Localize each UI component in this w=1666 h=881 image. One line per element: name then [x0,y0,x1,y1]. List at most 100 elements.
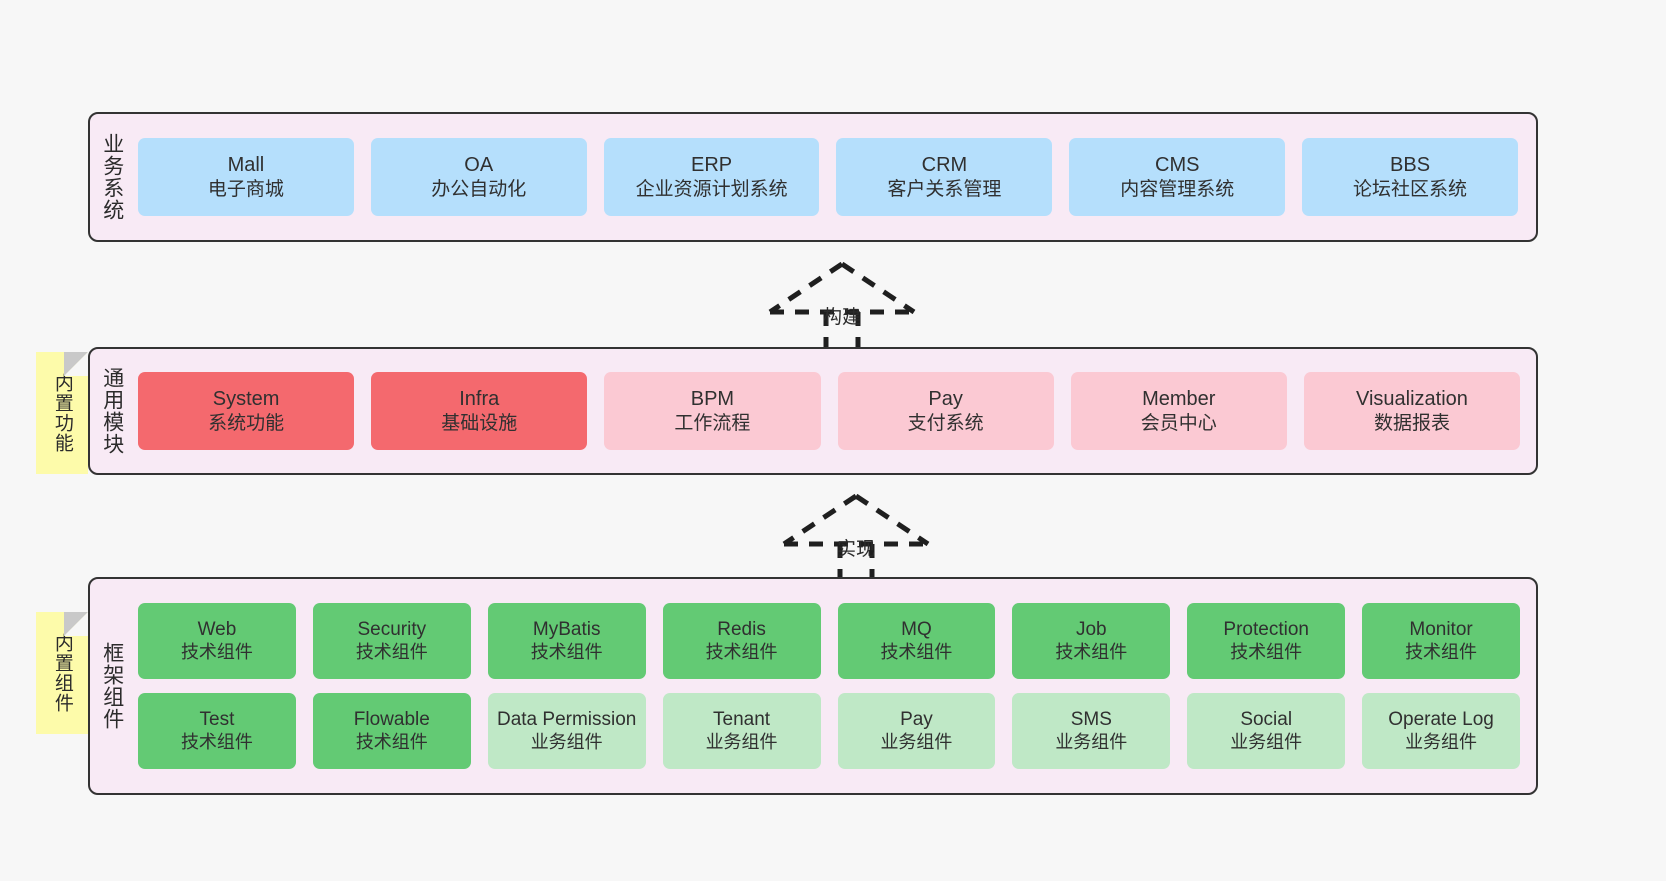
card-title-cn: 技术组件 [355,731,428,752]
card-title-en: Infra [459,388,500,411]
card-title-en: Web [197,619,237,641]
card-title-cn: 技术组件 [880,641,953,662]
card-pay-module[interactable]: Pay 支付系统 [837,372,1054,450]
card-pay-component[interactable]: Pay 业务组件 [837,693,996,769]
card-bbs[interactable]: BBS 论坛社区系统 [1302,138,1518,216]
card-title-cn: 论坛社区系统 [1353,178,1468,200]
card-title-en: System [212,388,280,411]
card-bpm[interactable]: BPM 工作流程 [604,372,821,450]
card-tenant[interactable]: Tenant 业务组件 [662,693,821,769]
card-title-cn: 业务组件 [880,731,953,752]
card-mall[interactable]: Mall 电子商城 [138,138,354,216]
card-title-en: Protection [1223,619,1309,641]
card-system[interactable]: System 系统功能 [138,372,355,450]
card-test[interactable]: Test 技术组件 [138,693,296,769]
card-title-en: CMS [1155,154,1200,177]
layer-framework-components: 框架组件 Web 技术组件 Security 技术组件 MyBatis 技术组件… [88,577,1538,795]
card-operate-log[interactable]: Operate Log 业务组件 [1362,693,1520,769]
card-crm[interactable]: CRM 客户关系管理 [836,138,1053,216]
card-title-cn: 企业资源计划系统 [635,178,788,200]
card-redis[interactable]: Redis 技术组件 [662,603,821,679]
card-infra[interactable]: Infra 基础设施 [371,372,588,450]
card-title-cn: 技术组件 [705,641,778,662]
card-security[interactable]: Security 技术组件 [312,603,471,679]
modules-card-row: System 系统功能 Infra 基础设施 BPM 工作流程 Pay 支付系统… [138,372,1521,450]
card-title-cn: 会员中心 [1140,412,1217,434]
card-title-cn: 技术组件 [1230,641,1303,662]
card-title-en: Test [199,709,235,731]
note-builtin-component: 内置组件 [36,612,88,734]
card-cms[interactable]: CMS 内容管理系统 [1069,138,1286,216]
note-builtin-function-label: 内置功能 [51,373,73,453]
layer-body-modules: System 系统功能 Infra 基础设施 BPM 工作流程 Pay 支付系统… [134,349,1536,473]
card-title-en: Mall [227,154,265,177]
card-title-cn: 技术组件 [530,641,603,662]
framework-card-row-business: Test 技术组件 Flowable 技术组件 Data Permission … [138,693,1520,769]
arrow-build-label: 构建 [822,307,861,328]
card-title-en: Operate Log [1388,709,1494,731]
card-title-en: Job [1075,619,1107,641]
card-oa[interactable]: OA 办公自动化 [370,138,587,216]
card-title-en: MQ [901,619,932,641]
card-title-en: Monitor [1409,619,1473,641]
note-builtin-component-label: 内置组件 [51,633,73,713]
card-title-en: Pay [900,709,933,731]
card-title-cn: 业务组件 [1405,731,1478,752]
card-title-cn: 支付系统 [907,412,984,434]
card-title-cn: 客户关系管理 [887,178,1002,200]
card-title-cn: 业务组件 [1230,731,1303,752]
card-title-cn: 业务组件 [530,731,603,752]
card-title-cn: 技术组件 [355,641,428,662]
arrow-build: 构建 [752,258,932,357]
card-flowable[interactable]: Flowable 技术组件 [312,693,471,769]
layer-business-systems: 业务系统 Mall 电子商城 OA 办公自动化 ERP 企业资源计划系统 CRM [88,112,1538,242]
card-title-cn: 技术组件 [1405,641,1478,662]
card-title-cn: 技术组件 [1055,641,1128,662]
card-title-en: MyBatis [532,619,601,641]
card-title-cn: 业务组件 [705,731,778,752]
card-title-cn: 技术组件 [180,731,253,752]
card-social[interactable]: Social 业务组件 [1187,693,1346,769]
card-title-en: Flowable [353,709,430,731]
card-title-cn: 基础设施 [441,412,518,434]
card-title-en: BBS [1390,154,1431,177]
layer-body-business: Mall 电子商城 OA 办公自动化 ERP 企业资源计划系统 CRM 客户关系… [134,114,1536,240]
card-title-en: CRM [921,154,968,177]
card-title-en: Social [1240,709,1293,731]
card-monitor[interactable]: Monitor 技术组件 [1362,603,1520,679]
card-title-en: BPM [690,388,735,411]
arrow-implement-label: 实现 [836,539,875,560]
card-title-en: ERP [691,154,733,177]
layer-title-framework: 框架组件 [100,642,124,730]
card-erp[interactable]: ERP 企业资源计划系统 [603,138,820,216]
card-title-en: Pay [928,388,963,411]
card-title-en: Redis [717,619,766,641]
card-protection[interactable]: Protection 技术组件 [1187,603,1346,679]
card-data-permission[interactable]: Data Permission 业务组件 [487,693,646,769]
card-title-en: Security [357,619,427,641]
business-card-row: Mall 电子商城 OA 办公自动化 ERP 企业资源计划系统 CRM 客户关系… [138,138,1518,216]
card-mq[interactable]: MQ 技术组件 [837,603,996,679]
card-title-cn: 业务组件 [1055,731,1128,752]
card-web[interactable]: Web 技术组件 [138,603,296,679]
card-title-en: Data Permission [496,709,637,731]
card-member[interactable]: Member 会员中心 [1070,372,1287,450]
card-title-en: OA [464,154,494,177]
card-title-cn: 办公自动化 [431,178,527,200]
card-title-cn: 技术组件 [180,641,253,662]
framework-card-row-tech: Web 技术组件 Security 技术组件 MyBatis 技术组件 Redi… [138,603,1520,679]
card-title-cn: 内容管理系统 [1120,178,1235,200]
card-title-cn: 工作流程 [674,412,751,434]
card-job[interactable]: Job 技术组件 [1012,603,1171,679]
card-visualization[interactable]: Visualization 数据报表 [1303,372,1521,450]
card-title-cn: 数据报表 [1373,412,1450,434]
card-mybatis[interactable]: MyBatis 技术组件 [487,603,646,679]
card-title-cn: 电子商城 [207,178,284,200]
arrow-implement: 实现 [766,490,946,589]
note-builtin-function: 内置功能 [36,352,88,474]
card-sms[interactable]: SMS 业务组件 [1012,693,1171,769]
card-title-cn: 系统功能 [208,412,285,434]
layer-title-modules: 通用模块 [100,367,124,455]
layer-body-framework: Web 技术组件 Security 技术组件 MyBatis 技术组件 Redi… [134,579,1536,793]
